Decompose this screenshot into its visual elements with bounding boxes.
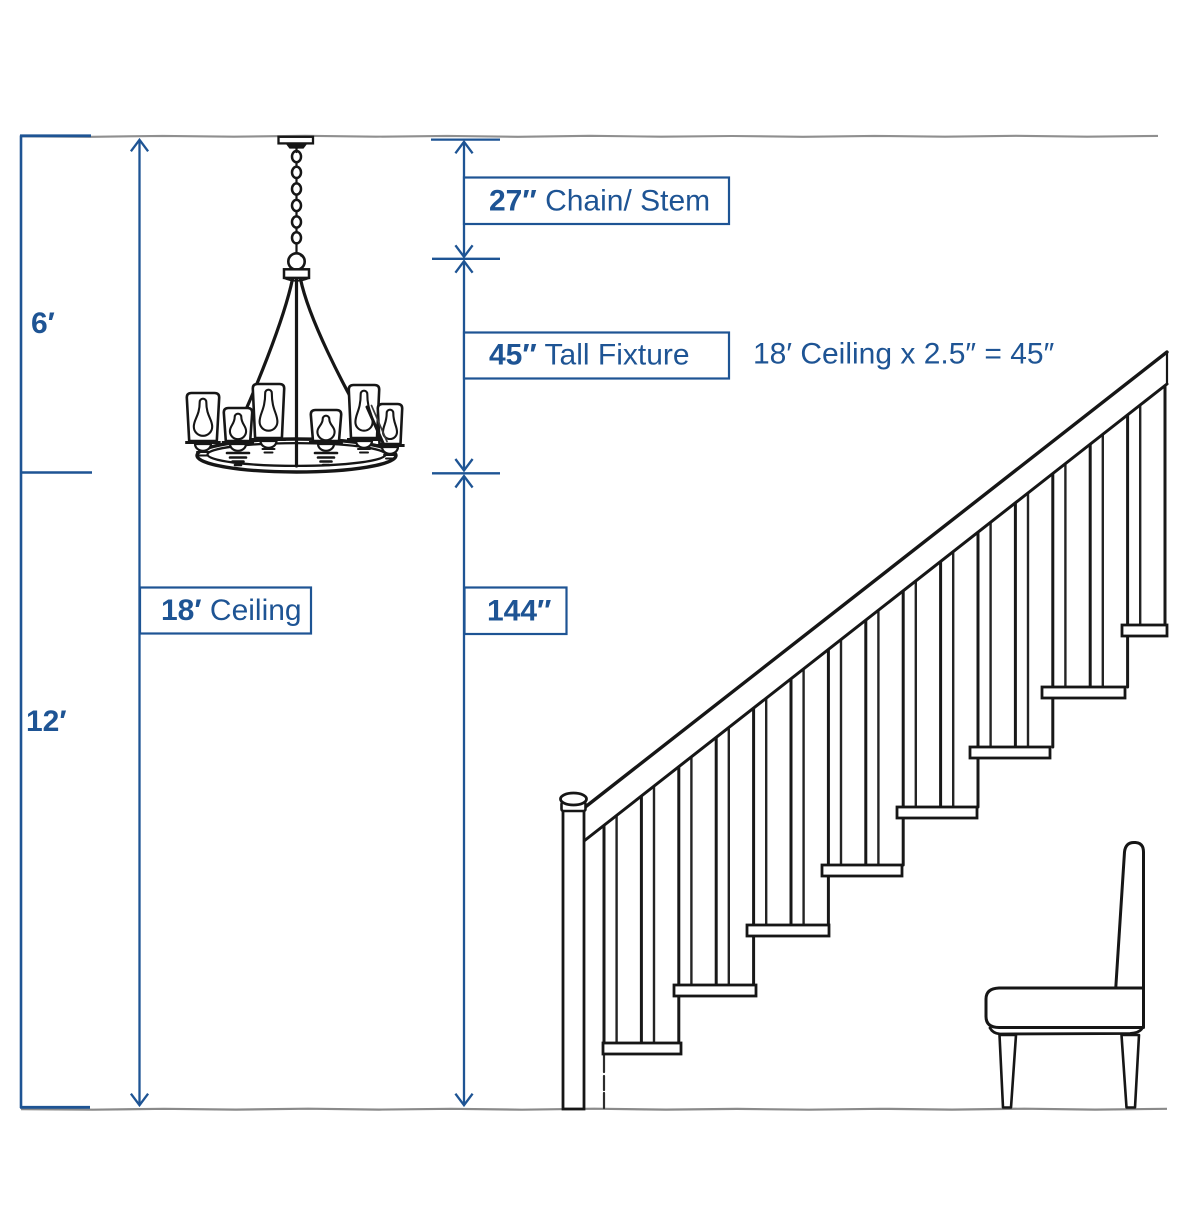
svg-text:12′: 12′ xyxy=(26,705,67,738)
svg-text:18′ Ceiling: 18′ Ceiling xyxy=(161,594,302,627)
svg-text:27″ Chain/ Stem: 27″ Chain/ Stem xyxy=(489,185,710,218)
svg-text:18′ Ceiling x 2.5″ = 45″: 18′ Ceiling x 2.5″ = 45″ xyxy=(753,338,1055,371)
svg-text:45″ Tall Fixture: 45″ Tall Fixture xyxy=(489,339,690,372)
svg-text:144″: 144″ xyxy=(487,595,551,628)
svg-text:6′: 6′ xyxy=(31,307,55,340)
